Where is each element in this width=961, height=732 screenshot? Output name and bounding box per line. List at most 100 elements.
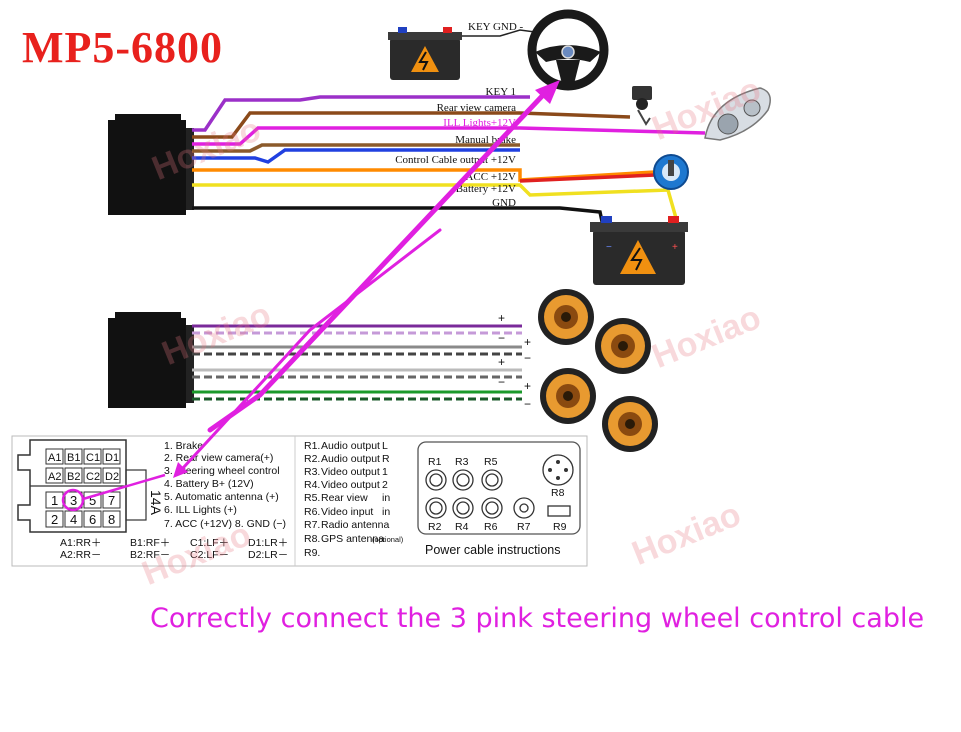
rca-label-R8: R8 bbox=[551, 487, 565, 499]
ignition-key-icon bbox=[653, 154, 689, 190]
rca-code-4: R4. bbox=[304, 479, 320, 491]
code-D1: D1:LR＋ bbox=[248, 537, 288, 549]
pin-A2: A2 bbox=[48, 471, 61, 483]
label-key1: KEY 1 bbox=[486, 86, 516, 98]
pin-D1: D1 bbox=[105, 452, 119, 464]
steering-wheel-icon bbox=[527, 9, 609, 91]
wire-rear-camera bbox=[192, 111, 631, 139]
rca-code-5: R5. bbox=[304, 492, 320, 504]
wire-manual-brake bbox=[192, 143, 520, 153]
power-harness-connector bbox=[108, 114, 194, 215]
code-C1: C1:LF＋ bbox=[190, 537, 229, 549]
rear-camera-icon bbox=[632, 86, 652, 126]
arrowhead-pin3 bbox=[173, 462, 188, 478]
pin-list-3: 3. Steering wheel control bbox=[164, 465, 280, 477]
rca-label-R4: R4 bbox=[455, 521, 469, 533]
pin-list: 1. Brake 2. Rear view camera(+) 3. Steer… bbox=[164, 440, 286, 530]
pin-list-7: 7. ACC (+12V) 8. GND (−) bbox=[164, 518, 286, 530]
code-B1: B1:RF＋ bbox=[130, 537, 170, 549]
pin-list-6: 6. ILL Lights (+) bbox=[164, 504, 237, 516]
pin-1: 1 bbox=[51, 493, 58, 508]
wire-acc-red bbox=[519, 173, 656, 183]
rca-name-5: Rear view bbox=[321, 492, 368, 504]
pin-A1: A1 bbox=[48, 452, 61, 464]
rca-ch-1: L bbox=[382, 440, 388, 452]
pin-4: 4 bbox=[70, 512, 77, 527]
wire-ill-lights bbox=[192, 126, 706, 146]
label-acc: ACC +12V bbox=[465, 171, 516, 183]
pin-B2: B2 bbox=[67, 471, 80, 483]
pink-pointer-arrows bbox=[82, 80, 560, 501]
label-control-output: Control Cable output +12V bbox=[395, 154, 516, 166]
battery-main-icon: − + bbox=[590, 216, 688, 285]
pin-D2: D2 bbox=[105, 471, 119, 483]
pin-list-1: 1. Brake bbox=[164, 440, 203, 452]
arrowhead-steering bbox=[535, 80, 560, 104]
battery-top-icon bbox=[388, 27, 536, 80]
rca-panel bbox=[417, 441, 581, 535]
rca-ch-5: in bbox=[382, 492, 390, 504]
rca-name-6: Video input bbox=[321, 506, 373, 518]
iso-pins-left: A1 B1 C1 D1 A2 B2 C2 D2 bbox=[45, 448, 121, 484]
rca-name-8: GPS antenna bbox=[321, 533, 384, 545]
code-A1: A1:RR＋ bbox=[60, 537, 101, 549]
pin-3: 3 bbox=[70, 493, 77, 508]
code-C2: C2:LF－ bbox=[190, 549, 229, 561]
label-ill-lights: ILL Lights+12V bbox=[443, 117, 516, 129]
pin-6: 6 bbox=[89, 512, 96, 527]
pin-3-highlight bbox=[61, 488, 85, 512]
connector-side-label: 14A bbox=[148, 490, 164, 516]
speaker-icon bbox=[540, 368, 596, 424]
rca-label-R2: R2 bbox=[428, 521, 442, 533]
sign-2: − bbox=[498, 331, 505, 345]
speaker-icon bbox=[538, 289, 594, 345]
speaker-signs-right: + − + − bbox=[524, 335, 531, 411]
pin-C2: C2 bbox=[86, 471, 100, 483]
rca-code-6: R6. bbox=[304, 506, 320, 518]
wire-key1 bbox=[192, 95, 530, 132]
rca-name-7: Radio antenna bbox=[321, 519, 389, 531]
pin-5: 5 bbox=[89, 493, 96, 508]
code-A2: A2:RR－ bbox=[60, 549, 101, 561]
rca-code-2: R2. bbox=[304, 453, 320, 465]
page-title: MP5-6800 bbox=[22, 23, 224, 72]
rca-code-9: R9. bbox=[304, 547, 320, 559]
pin-list-4: 4. Battery B+ (12V) bbox=[164, 478, 254, 490]
rca-code-7: R7. bbox=[304, 519, 320, 531]
rca-list: R1. Audio output L R2. Audio output R R3… bbox=[304, 440, 404, 559]
wire-acc bbox=[192, 168, 656, 182]
speaker-signs-left: + − + − bbox=[498, 311, 505, 389]
speaker-icons bbox=[538, 289, 658, 452]
speaker-icon bbox=[595, 318, 651, 374]
wire-battery bbox=[192, 183, 680, 226]
pin-2: 2 bbox=[51, 512, 58, 527]
rca-code-1: R1. bbox=[304, 440, 320, 452]
key-gnd-label: KEY GND - bbox=[468, 21, 524, 33]
rca-label-R9: R9 bbox=[553, 521, 567, 533]
rca-ch-2: R bbox=[382, 453, 390, 465]
rca-code-8: R8. bbox=[304, 533, 320, 545]
sign-1: + bbox=[498, 311, 505, 325]
pin-list-5: 5. Automatic antenna (+) bbox=[164, 491, 279, 503]
wire-gnd bbox=[192, 206, 605, 227]
arrow-pin3-pointer bbox=[82, 473, 166, 501]
svg-text:−: − bbox=[606, 242, 612, 253]
instruction-caption: Correctly connect the 3 pink steering wh… bbox=[150, 603, 925, 634]
label-battery: Battery +12V bbox=[456, 183, 516, 195]
speaker-harness-connector bbox=[108, 312, 194, 408]
pin-7: 7 bbox=[108, 493, 115, 508]
rca-ch-4: 2 bbox=[382, 479, 388, 491]
arrow-to-pin3 bbox=[181, 228, 442, 470]
rca-label-R6: R6 bbox=[484, 521, 498, 533]
rca-code-3: R3. bbox=[304, 466, 320, 478]
wire-control-output bbox=[192, 148, 520, 164]
label-gnd: GND bbox=[492, 197, 516, 209]
code-B2: B2:RF－ bbox=[130, 549, 170, 561]
rca-name-2: Audio output bbox=[321, 453, 380, 465]
speaker-icon bbox=[602, 396, 658, 452]
rca-label-R5: R5 bbox=[484, 456, 498, 468]
pin-B1: B1 bbox=[67, 452, 80, 464]
rca-name-1: Audio output bbox=[321, 440, 380, 452]
